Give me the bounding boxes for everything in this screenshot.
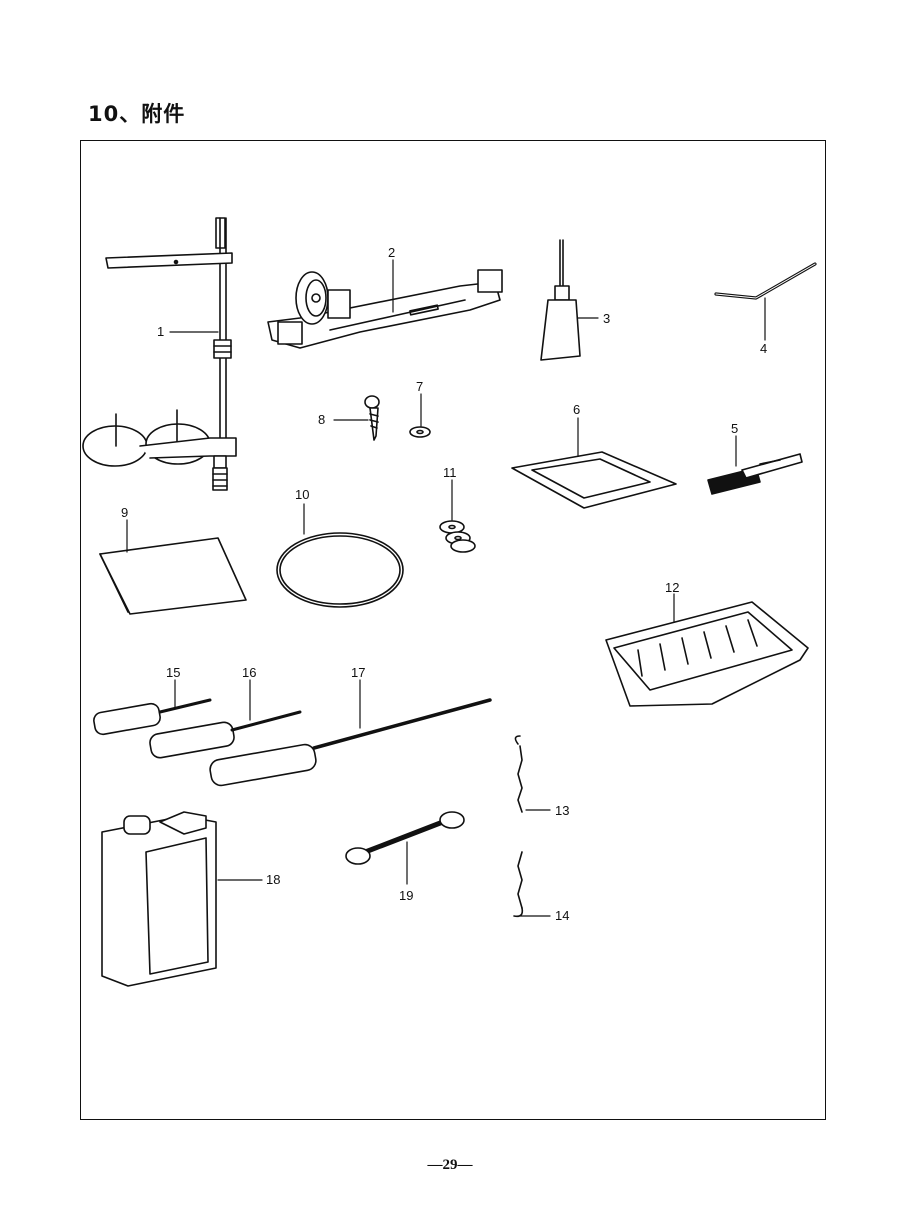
leader-lines bbox=[126, 259, 766, 917]
callout-5: 5 bbox=[731, 421, 739, 436]
callout-13: 13 bbox=[555, 803, 570, 818]
callout-17: 17 bbox=[351, 665, 366, 680]
belt-drawing bbox=[276, 532, 404, 608]
callout-11: 11 bbox=[443, 465, 457, 480]
callout-16: 16 bbox=[242, 665, 257, 680]
callout-7: 7 bbox=[416, 379, 424, 394]
callout-12: 12 bbox=[665, 580, 680, 595]
wrench-drawing bbox=[345, 811, 465, 865]
callout-10: 10 bbox=[295, 487, 310, 502]
rod-drawing bbox=[714, 262, 817, 300]
section-heading: 10、附件 bbox=[88, 102, 186, 126]
callout-3: 3 bbox=[603, 311, 611, 326]
callout-1: 1 bbox=[157, 324, 165, 339]
pan-gasket-drawing bbox=[511, 451, 677, 509]
callout-19: 19 bbox=[399, 888, 414, 903]
large-screwdriver-drawing bbox=[209, 698, 492, 787]
small-screwdriver-drawing bbox=[93, 698, 212, 736]
medium-screwdriver-drawing bbox=[149, 710, 302, 759]
callout-15: 15 bbox=[166, 665, 181, 680]
page-number: —29— bbox=[427, 1157, 473, 1173]
brush-drawing bbox=[707, 453, 803, 495]
wood-screw-drawing bbox=[364, 395, 380, 441]
chain-drawing bbox=[513, 735, 524, 918]
oil-can-drawing bbox=[101, 811, 217, 987]
washer-drawing bbox=[409, 426, 431, 438]
knee-press-pad-drawing bbox=[605, 601, 809, 707]
callout-4: 4 bbox=[760, 341, 768, 356]
callout-18: 18 bbox=[266, 872, 281, 887]
illustration-frame bbox=[80, 140, 826, 1120]
cover-bag-drawing bbox=[99, 537, 247, 615]
thread-stand-drawing bbox=[82, 217, 237, 491]
bobbins-drawing bbox=[439, 520, 476, 553]
bobbin-winder-drawing bbox=[267, 269, 503, 349]
callout-14: 14 bbox=[555, 908, 570, 923]
callout-2: 2 bbox=[388, 245, 396, 260]
oiler-drawing bbox=[540, 239, 581, 361]
callout-8: 8 bbox=[318, 412, 326, 427]
callout-6: 6 bbox=[573, 402, 581, 417]
callout-9: 9 bbox=[121, 505, 129, 520]
